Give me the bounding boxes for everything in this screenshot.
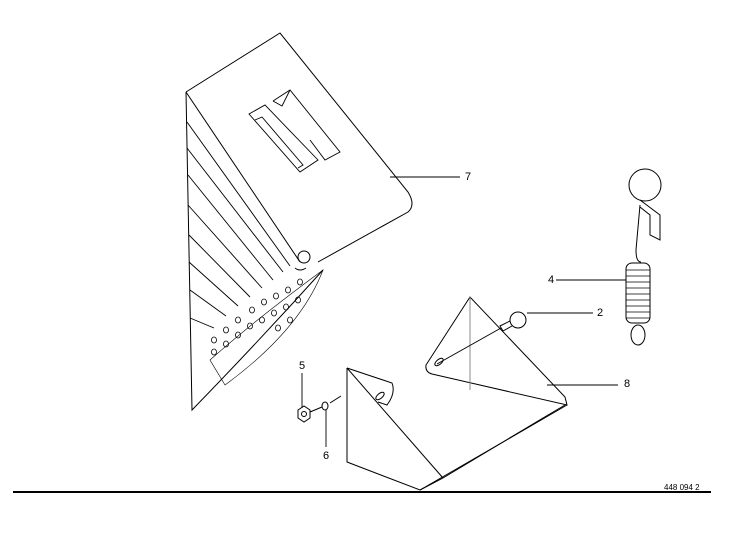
- drawing-number: 448 094 2: [664, 483, 700, 492]
- handle-recess: [248, 89, 341, 173]
- callout-7: 7: [465, 171, 472, 183]
- part-2-bolt: [436, 311, 527, 365]
- part-6-washer: [309, 395, 342, 413]
- callout-4: 4: [548, 274, 555, 286]
- part-5-nut: [297, 405, 311, 423]
- part-8-bracket: [346, 296, 568, 491]
- callout-8: 8: [624, 378, 631, 390]
- callout-2: 2: [597, 307, 604, 319]
- part-4-spring: [625, 168, 662, 346]
- callout-6: 6: [323, 450, 330, 462]
- callout-5: 5: [299, 360, 306, 372]
- leader-lines: [301, 176, 626, 447]
- part-7-shield: [185, 32, 413, 412]
- perforation-holes: [211, 278, 303, 356]
